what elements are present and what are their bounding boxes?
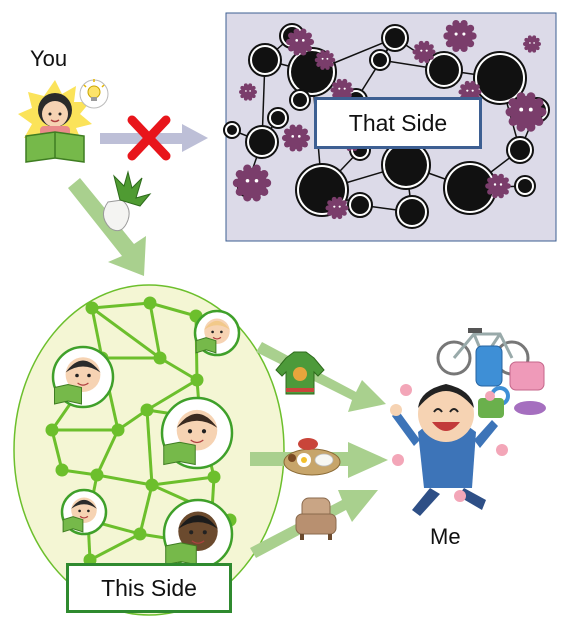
lightbulb-icon (79, 79, 109, 109)
reading-person-icon (160, 396, 234, 470)
silhouette-icon (369, 49, 391, 71)
network-edge (145, 409, 154, 486)
green-network (45, 296, 241, 607)
silhouette-icon (223, 121, 241, 139)
silhouette-icon (381, 140, 431, 190)
silhouette-icon (381, 24, 409, 52)
network-edge (89, 532, 141, 562)
network-node (45, 423, 59, 437)
silhouette-icon (443, 161, 497, 215)
network-node (153, 351, 167, 365)
silhouette-icon (245, 125, 279, 159)
you-figure (18, 79, 109, 163)
network-node (111, 423, 125, 437)
silhouette-icon (395, 195, 429, 229)
network-edge (91, 301, 151, 310)
silhouette-icon (248, 43, 282, 77)
meal-icon (283, 438, 341, 476)
silhouette-icon (514, 175, 536, 197)
virus-icon (505, 92, 547, 132)
you-label: You (30, 46, 68, 71)
network-node (140, 403, 154, 417)
virus-icon (325, 196, 349, 220)
virus-icon (443, 19, 477, 53)
network-edge (151, 475, 215, 487)
silhouette-icon (506, 136, 534, 164)
this-side-cluster (13, 284, 285, 616)
virus-icon (523, 35, 541, 53)
flower-icons (392, 384, 508, 502)
reading-person-icon (162, 498, 234, 570)
network-node (143, 296, 157, 310)
network-edge (95, 429, 120, 476)
virus-icon (485, 173, 511, 199)
virus-icon (412, 40, 436, 64)
virus-icon (314, 50, 336, 70)
network-edge (138, 484, 154, 535)
reading-person-icon (60, 488, 108, 536)
network-edge (146, 378, 198, 412)
virus-icon (281, 124, 311, 152)
network-edge (96, 473, 153, 487)
reading-person-icon (193, 309, 241, 357)
sweater-icon (275, 351, 325, 395)
network-node (55, 463, 69, 477)
radish-icon (103, 170, 152, 232)
network-node (85, 301, 99, 315)
silhouette-icon (425, 51, 463, 89)
me-figure (390, 328, 546, 516)
network-node (190, 373, 204, 387)
silhouette-icon (267, 107, 289, 129)
network-edge (149, 301, 197, 318)
blocked-arrow (100, 124, 208, 152)
network-edge (159, 356, 198, 382)
silhouette-icon (473, 51, 527, 105)
this-side-box: This Side (66, 563, 232, 613)
reading-girl-icon (25, 93, 85, 163)
blocked-x-icon (127, 115, 171, 161)
network-node (145, 478, 159, 492)
network-node (133, 527, 147, 541)
network-edge (91, 306, 161, 360)
network-node (207, 470, 221, 484)
silhouette-icon (289, 89, 311, 111)
me-label: Me (430, 524, 461, 549)
happy-boy-icon (390, 384, 504, 516)
down-arrow (68, 178, 146, 276)
network-edge (50, 429, 64, 471)
network-edge (90, 307, 104, 359)
virus-icon (239, 83, 257, 101)
reading-person-icon (51, 345, 115, 409)
network-edge (148, 302, 162, 359)
virus-icon (232, 164, 272, 202)
that-side-box: That Side (314, 97, 482, 149)
virus-icon (285, 28, 315, 56)
silhouette-icon (347, 192, 373, 218)
network-node (90, 468, 104, 482)
armchair-icon (295, 497, 337, 540)
